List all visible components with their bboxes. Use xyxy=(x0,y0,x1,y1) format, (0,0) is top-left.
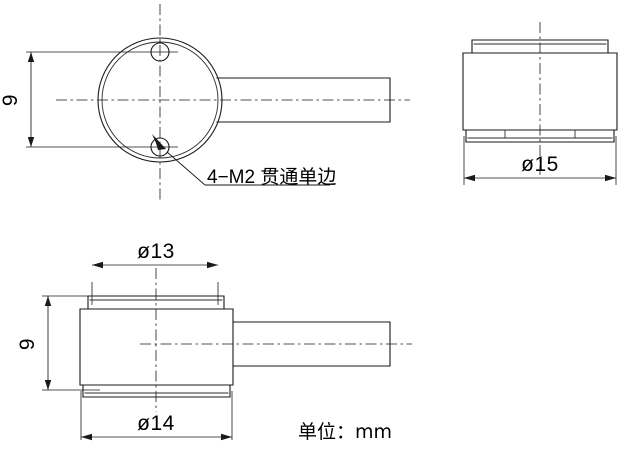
unit-note-label: 单位：mm xyxy=(298,421,392,443)
cable-stub-bottom-view xyxy=(232,321,391,367)
arrow-left-d15 xyxy=(464,174,475,182)
main-body-side xyxy=(462,52,618,131)
arrow-right-d14 xyxy=(221,433,232,441)
dimension-label-d13: ø13 xyxy=(137,240,175,263)
arrow-down-height-9-front xyxy=(27,137,35,147)
arrow-up-height-9-front xyxy=(27,52,35,62)
dimension-label-d14: ø14 xyxy=(137,412,175,435)
dimension-label-height-9-front: 9 xyxy=(0,94,22,106)
thread-callout-code: 4−M2 贯通单边 xyxy=(207,166,336,188)
arrow-up-height-9-bottom xyxy=(44,296,52,306)
cable-stub-front xyxy=(216,77,391,123)
inner-circle-d14 xyxy=(101,41,219,159)
arrow-right-d15 xyxy=(605,174,616,182)
arrow-right-d13 xyxy=(207,261,218,269)
arrowhead-thread-callout xyxy=(152,134,166,150)
leader-line-thread-callout xyxy=(166,151,206,186)
arrow-left-d13 xyxy=(92,261,103,269)
bottom-cap-bottom-view xyxy=(82,384,231,398)
view-side-profile: ø15 xyxy=(462,22,618,185)
outer-circle-d15 xyxy=(97,37,223,163)
dimension-label-height-9-bottom: 9 xyxy=(16,338,39,350)
dimension-label-d15: ø15 xyxy=(521,153,559,176)
arrow-left-d14 xyxy=(81,433,92,441)
view-front-circular: 9 4−M2 贯通单边 xyxy=(0,4,410,200)
arrow-down-height-9-bottom xyxy=(44,380,52,390)
bottom-cap-side xyxy=(465,129,615,143)
main-body-bottom-view xyxy=(79,308,234,386)
view-bottom-profile: ø13 9 ø14 xyxy=(16,240,412,441)
